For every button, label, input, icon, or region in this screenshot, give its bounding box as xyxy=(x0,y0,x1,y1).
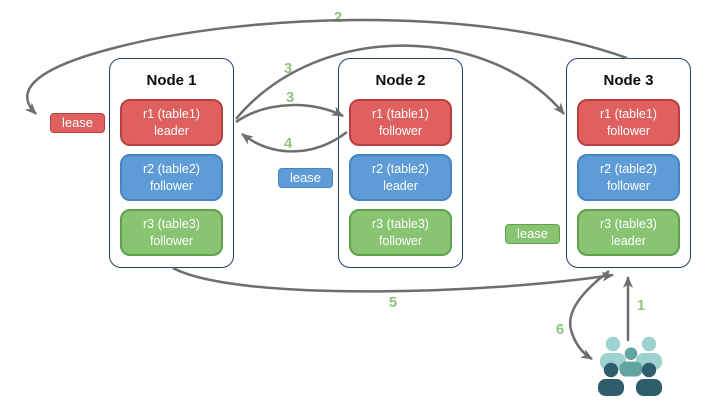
replica-name: r2 (table2) xyxy=(600,162,657,176)
node-1-replica-r3: r3 (table3) follower xyxy=(120,209,223,256)
replica-role: leader xyxy=(154,123,189,138)
replica-role: follower xyxy=(378,233,423,248)
arrow-step5-node1-to-node3 xyxy=(172,266,614,293)
node-2-title: Node 2 xyxy=(375,72,426,89)
lease-badge-table2: lease xyxy=(278,168,333,188)
lease-badge-table1: lease xyxy=(50,113,105,133)
node-1-replica-r1: r1 (table1) leader xyxy=(120,99,223,146)
step-label-3b: 3 xyxy=(285,89,295,106)
node-1-title: Node 1 xyxy=(146,72,197,89)
replica-name: r1 (table1) xyxy=(600,107,657,121)
node-1: Node 1 r1 (table1) leader r2 (table2) fo… xyxy=(109,58,234,268)
replica-role: follower xyxy=(606,123,651,138)
replica-name: r2 (table2) xyxy=(372,162,429,176)
node-3-title: Node 3 xyxy=(603,72,654,89)
replica-role: follower xyxy=(378,123,423,138)
step-label-5: 5 xyxy=(388,294,398,311)
users-group-icon xyxy=(598,336,662,396)
node-1-replica-r2: r2 (table2) follower xyxy=(120,154,223,201)
step-label-2: 2 xyxy=(333,9,343,26)
step-label-1: 1 xyxy=(636,297,646,314)
lease-badge-table3: lease xyxy=(505,224,560,244)
replica-role: follower xyxy=(149,233,194,248)
node-2-replica-r3: r3 (table3) follower xyxy=(349,209,452,256)
node-3-replica-r3: r3 (table3) leader xyxy=(577,209,680,256)
node-2-replica-r2: r2 (table2) leader xyxy=(349,154,452,201)
replica-role: leader xyxy=(383,178,418,193)
replica-name: r3 (table3) xyxy=(372,217,429,231)
replica-role: follower xyxy=(149,178,194,193)
replica-role: leader xyxy=(611,233,646,248)
node-3-replica-r1: r1 (table1) follower xyxy=(577,99,680,146)
step-label-4: 4 xyxy=(283,135,293,152)
node-2-replica-r1: r1 (table1) follower xyxy=(349,99,452,146)
replica-name: r3 (table3) xyxy=(600,217,657,231)
node-3: Node 3 r1 (table1) follower r2 (table2) … xyxy=(566,58,691,268)
replica-name: r1 (table1) xyxy=(143,107,200,121)
replica-role: follower xyxy=(606,178,651,193)
replica-name: r1 (table1) xyxy=(372,107,429,121)
replica-name: r2 (table2) xyxy=(143,162,200,176)
arrow-step3-node1-to-node2 xyxy=(235,103,344,124)
arrow-step6-node3-to-users xyxy=(568,270,610,361)
step-label-3a: 3 xyxy=(283,60,293,77)
node-3-replica-r2: r2 (table2) follower xyxy=(577,154,680,201)
node-2: Node 2 r1 (table1) follower r2 (table2) … xyxy=(338,58,463,268)
replica-name: r3 (table3) xyxy=(143,217,200,231)
step-label-6: 6 xyxy=(555,321,565,338)
